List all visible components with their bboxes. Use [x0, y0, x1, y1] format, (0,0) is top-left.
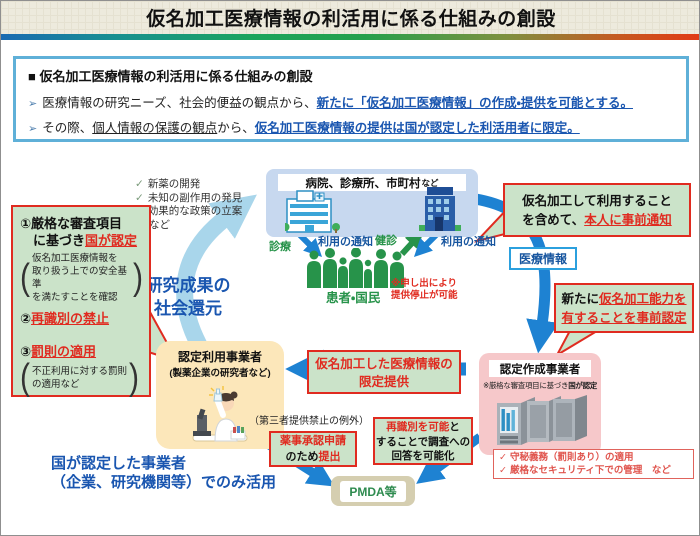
check-icon: ✓	[499, 464, 507, 476]
benefits-list: ✓新薬の開発 ✓未知の副作用の発見 ✓効果的な政策の立案 など	[135, 178, 260, 232]
summary-bullet-2: ➢その際、個人情報の保護の観点から、仮名加工医療情報の提供は国が認定した利活用者…	[28, 121, 580, 135]
limited-provision-label: 仮名加工した医療情報の 限定提供	[307, 350, 461, 394]
servers-icon	[497, 395, 587, 445]
checkup-arrow	[399, 230, 424, 257]
criteria-item-1: ①厳格な審査項目 に基づき国が認定	[20, 216, 138, 248]
criteria-item-2: ②再識別の禁止	[20, 311, 110, 326]
certified-maker-title: 認定作成事業者	[489, 360, 591, 377]
municipal-building-icon	[419, 187, 461, 231]
exception-note: （第三者提供禁止の例外）	[249, 416, 369, 427]
summary-box: ■ 仮名加工医療情報の利活用に係る仕組みの創設 ➢医療情報の研究ニーズ、社会的便…	[13, 56, 689, 142]
approval-submission-label: 薬事承認申請 のため提出	[269, 431, 357, 467]
research-return-label: 研究成果の 社会還元	[145, 276, 231, 318]
maker-rule: ✓守秘義務（罰則あり）の適用	[499, 452, 634, 463]
arrow-bullet-icon: ➢	[28, 98, 38, 110]
care-label: 診療	[269, 241, 291, 253]
check-icon: ✓	[135, 178, 144, 190]
maker-rules-box: ✓守秘義務（罰則あり）の適用 ✓厳格なセキュリティ下での管理 など	[493, 449, 694, 479]
hospital-box-title: 病院、診療所、市町村など	[278, 174, 466, 191]
open-paren: (	[20, 356, 30, 398]
criteria-note-1: ( 仮名加工医療情報を 取り扱う上での安全基準 を満たすことを確認 )	[20, 253, 143, 303]
citizens-label: 患者・国民	[326, 291, 381, 305]
certified-maker-note: ※厳格な審査項目に基づき国が認定	[483, 381, 597, 390]
page-title: 仮名加工医療情報の利活用に係る仕組みの創設	[146, 9, 556, 30]
header-band: 仮名加工医療情報の利活用に係る仕組みの創設	[1, 1, 699, 34]
researcher-icon	[192, 386, 248, 442]
usage-notice-label-left: 利用の通知	[318, 236, 373, 248]
maker-rule: ✓厳格なセキュリティ下での管理 など	[499, 464, 671, 476]
check-icon: ✓	[135, 191, 144, 204]
usage-note: 国が認定した事業者 （企業、研究機関等）でのみ活用	[51, 455, 277, 491]
reidentification-label: 再識別を可能と することで調査への 回答を可能化	[373, 417, 473, 465]
pre-certification-bubble: 新たに仮名加工能力を 有することを事前認定	[554, 283, 694, 333]
stop-request-note: ※申し出により 提供停止が可能	[391, 278, 458, 301]
certified-user-title: 認定利用事業者	[177, 350, 262, 364]
arrow-bullet-icon: ➢	[28, 123, 38, 135]
citizens-icon	[307, 248, 404, 288]
summary-heading: ■ 仮名加工医療情報の利活用に係る仕組みの創設	[28, 69, 313, 84]
square-bullet-icon: ■	[28, 69, 36, 84]
checkup-label: 健診	[375, 235, 397, 247]
prior-notice-bubble: 仮名加工して利用すること を含めて、本人に事前通知	[503, 183, 691, 237]
certified-user-subtitle: (製薬企業の研究者など)	[169, 368, 271, 379]
research-return-arrow	[176, 194, 257, 349]
benefit-suffix: など	[149, 218, 170, 231]
benefit-item: ✓新薬の開発	[135, 178, 201, 190]
summary-bullet-1: ➢医療情報の研究ニーズ、社会的便益の観点から、新たに「仮名加工医療情報」の作成・…	[28, 96, 633, 110]
close-paren: )	[129, 356, 140, 398]
pmda-label: PMDA等	[340, 480, 406, 502]
check-icon: ✓	[499, 452, 507, 463]
usage-notice-label-right: 利用の通知	[441, 236, 496, 248]
close-paren: )	[133, 256, 143, 298]
hospital-icon	[285, 190, 340, 233]
pmda-box: PMDA等	[331, 476, 415, 506]
open-paren: (	[20, 256, 30, 298]
criteria-item-3: ③罰則の適用	[20, 344, 97, 359]
criteria-note-2: ( 不正利用に対する罰則 の適用など )	[20, 356, 140, 398]
benefit-item: ✓未知の副作用の発見	[135, 191, 243, 204]
medical-info-tag: 医療情報	[509, 247, 577, 270]
gradient-divider	[1, 34, 699, 40]
criteria-bubble: ①厳格な審査項目 に基づき国が認定 ( 仮名加工医療情報を 取り扱う上での安全基…	[11, 205, 151, 397]
benefit-item: ✓効果的な政策の立案	[135, 205, 260, 219]
